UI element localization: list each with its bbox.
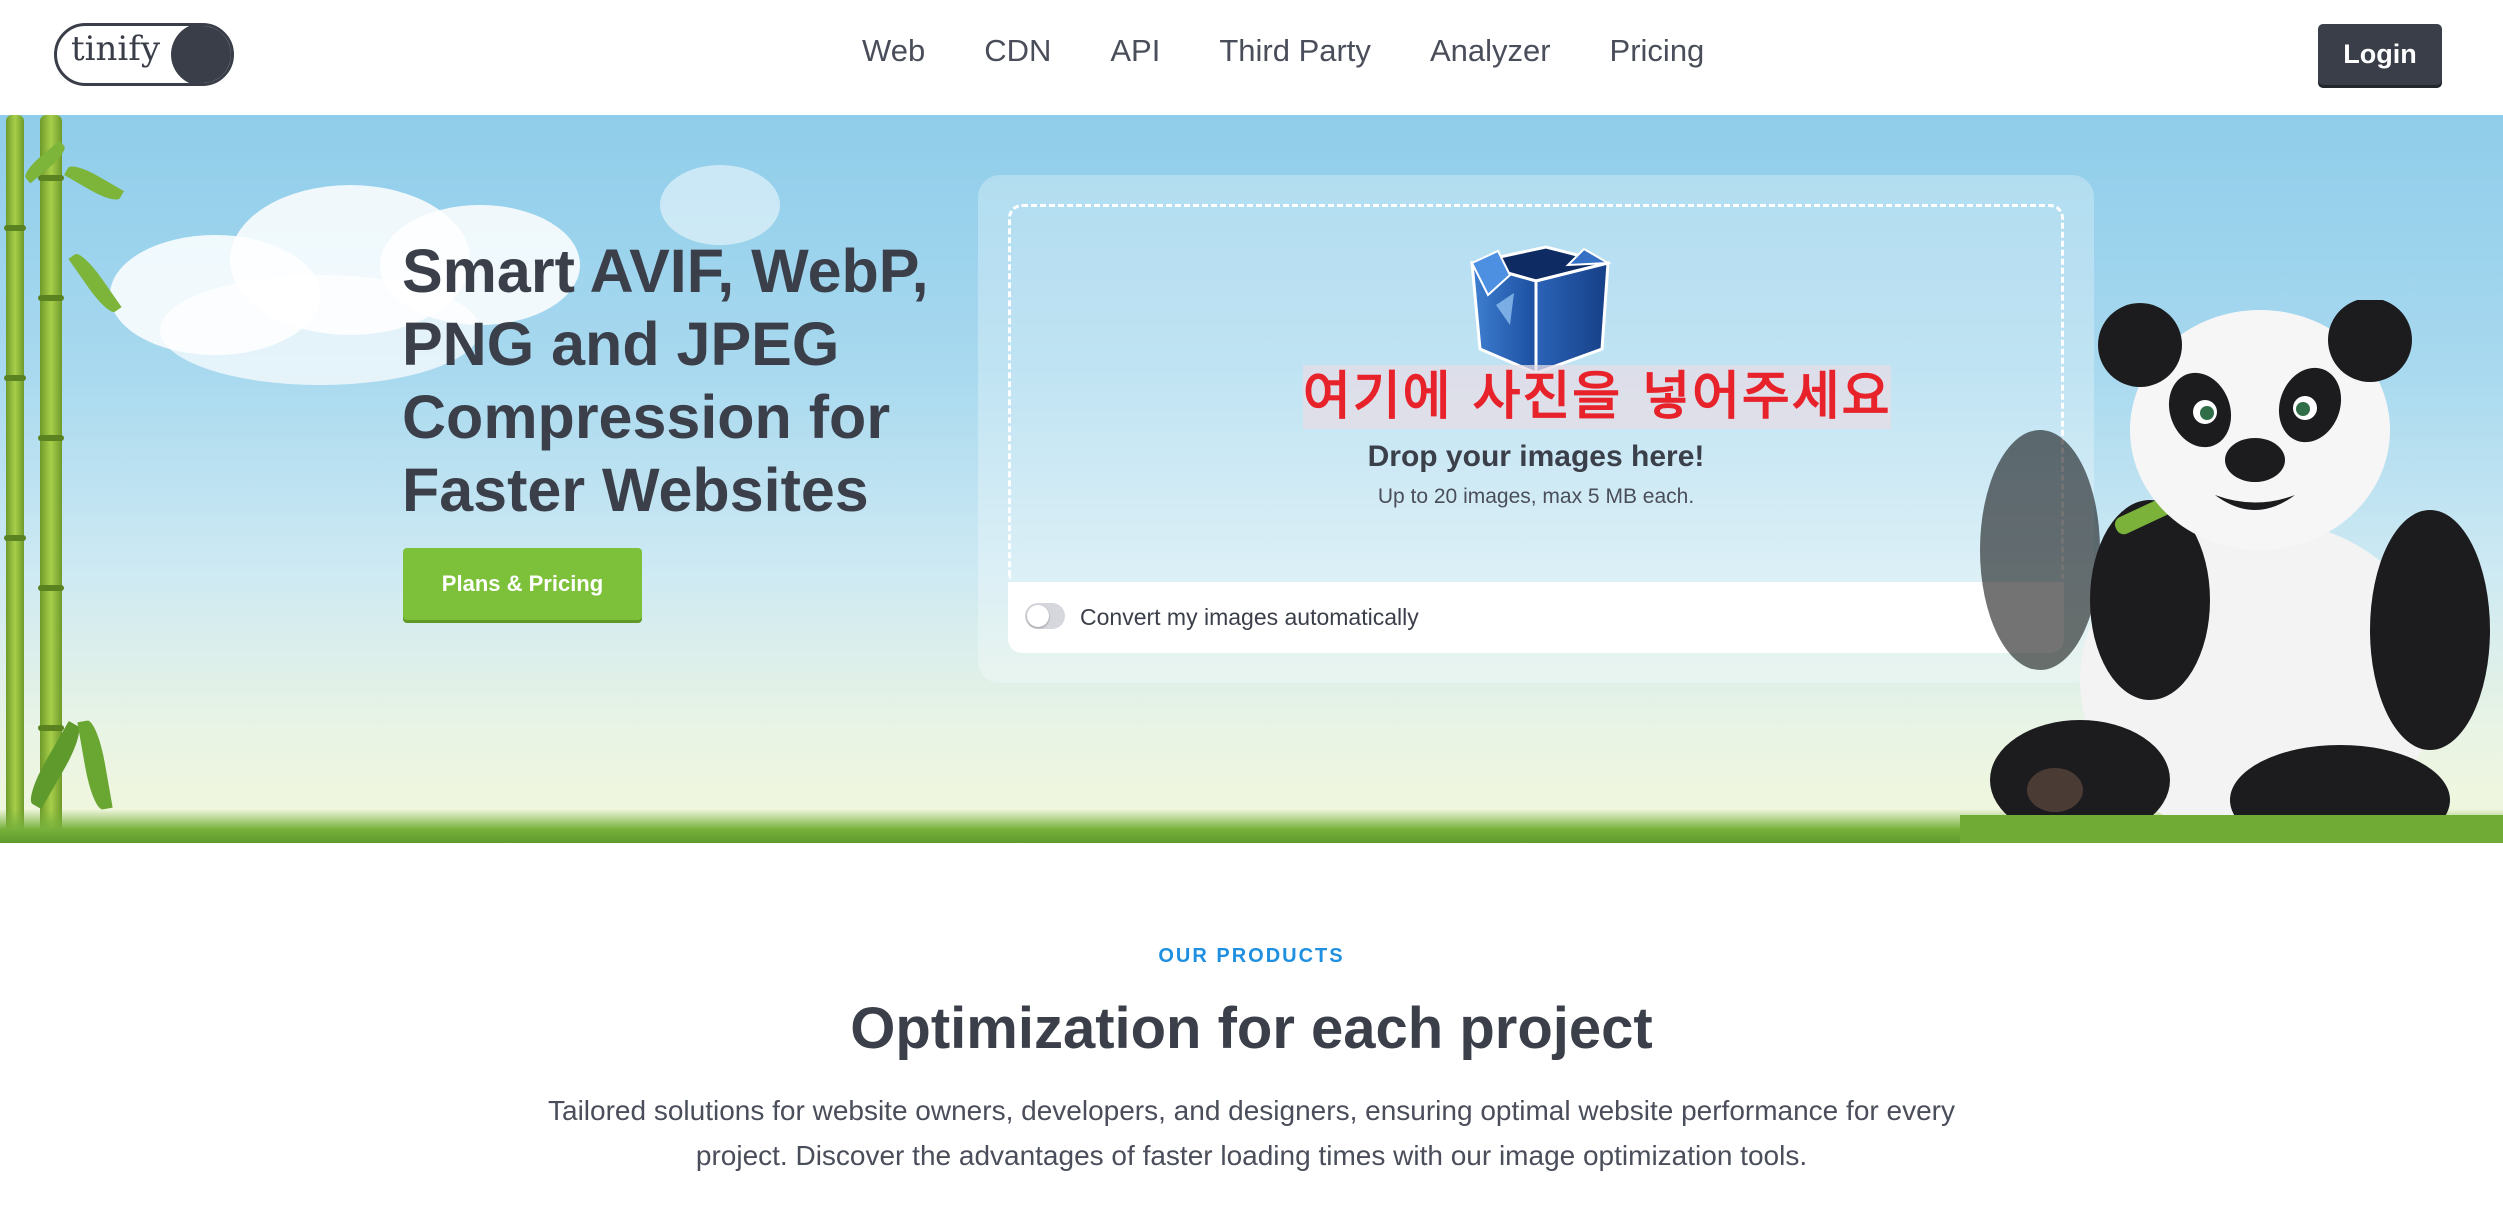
products-title: Optimization for each project: [850, 996, 1653, 1061]
products-description: Tailored solutions for website owners, d…: [548, 1095, 1955, 1171]
plans-pricing-button[interactable]: Plans & Pricing: [403, 548, 642, 620]
tinify-logo[interactable]: tinify: [54, 23, 234, 86]
nav-web[interactable]: Web: [862, 33, 926, 68]
open-box-icon: [1470, 245, 1612, 373]
cloud: [660, 165, 780, 245]
nav-cdn[interactable]: CDN: [984, 33, 1052, 68]
bamboo-stalk: [4, 115, 26, 843]
convert-label: Convert my images automatically: [1080, 604, 1419, 630]
image-drop-zone[interactable]: [1008, 204, 2064, 579]
products-eyebrow: OUR PRODUCTS: [1158, 945, 1345, 967]
logo-text: tinify: [71, 29, 161, 69]
convert-bar: Convert my images automatically: [1008, 582, 2064, 653]
main-nav: Web CDN API Third Party Analyzer Pricing: [862, 33, 1763, 77]
nav-api[interactable]: API: [1110, 33, 1161, 68]
login-button[interactable]: Login: [2318, 24, 2442, 85]
cloud: [160, 275, 480, 385]
bamboo-leaf: [77, 718, 113, 812]
nav-pricing[interactable]: Pricing: [1609, 33, 1705, 68]
bamboo-leaf: [64, 161, 124, 205]
hero-title: Smart AVIF, WebP, PNG and JPEG Compressi…: [402, 237, 929, 524]
site-header: tinify Web CDN API Third Party Analyzer …: [0, 0, 2503, 115]
nav-analyzer[interactable]: Analyzer: [1429, 33, 1551, 68]
logo-toggle-knob: [171, 26, 231, 83]
nav-third-party[interactable]: Third Party: [1219, 33, 1371, 68]
korean-overlay-label: 여기에 사진을 넣어주세요: [1303, 365, 1892, 429]
toggle-knob: [1027, 605, 1049, 627]
drop-title: Drop your images here!: [1367, 440, 1705, 473]
convert-toggle[interactable]: [1025, 603, 1065, 629]
drop-subtitle: Up to 20 images, max 5 MB each.: [1377, 485, 1695, 508]
panda-mascot: [1960, 300, 2503, 843]
bamboo-stalk: [38, 115, 64, 843]
